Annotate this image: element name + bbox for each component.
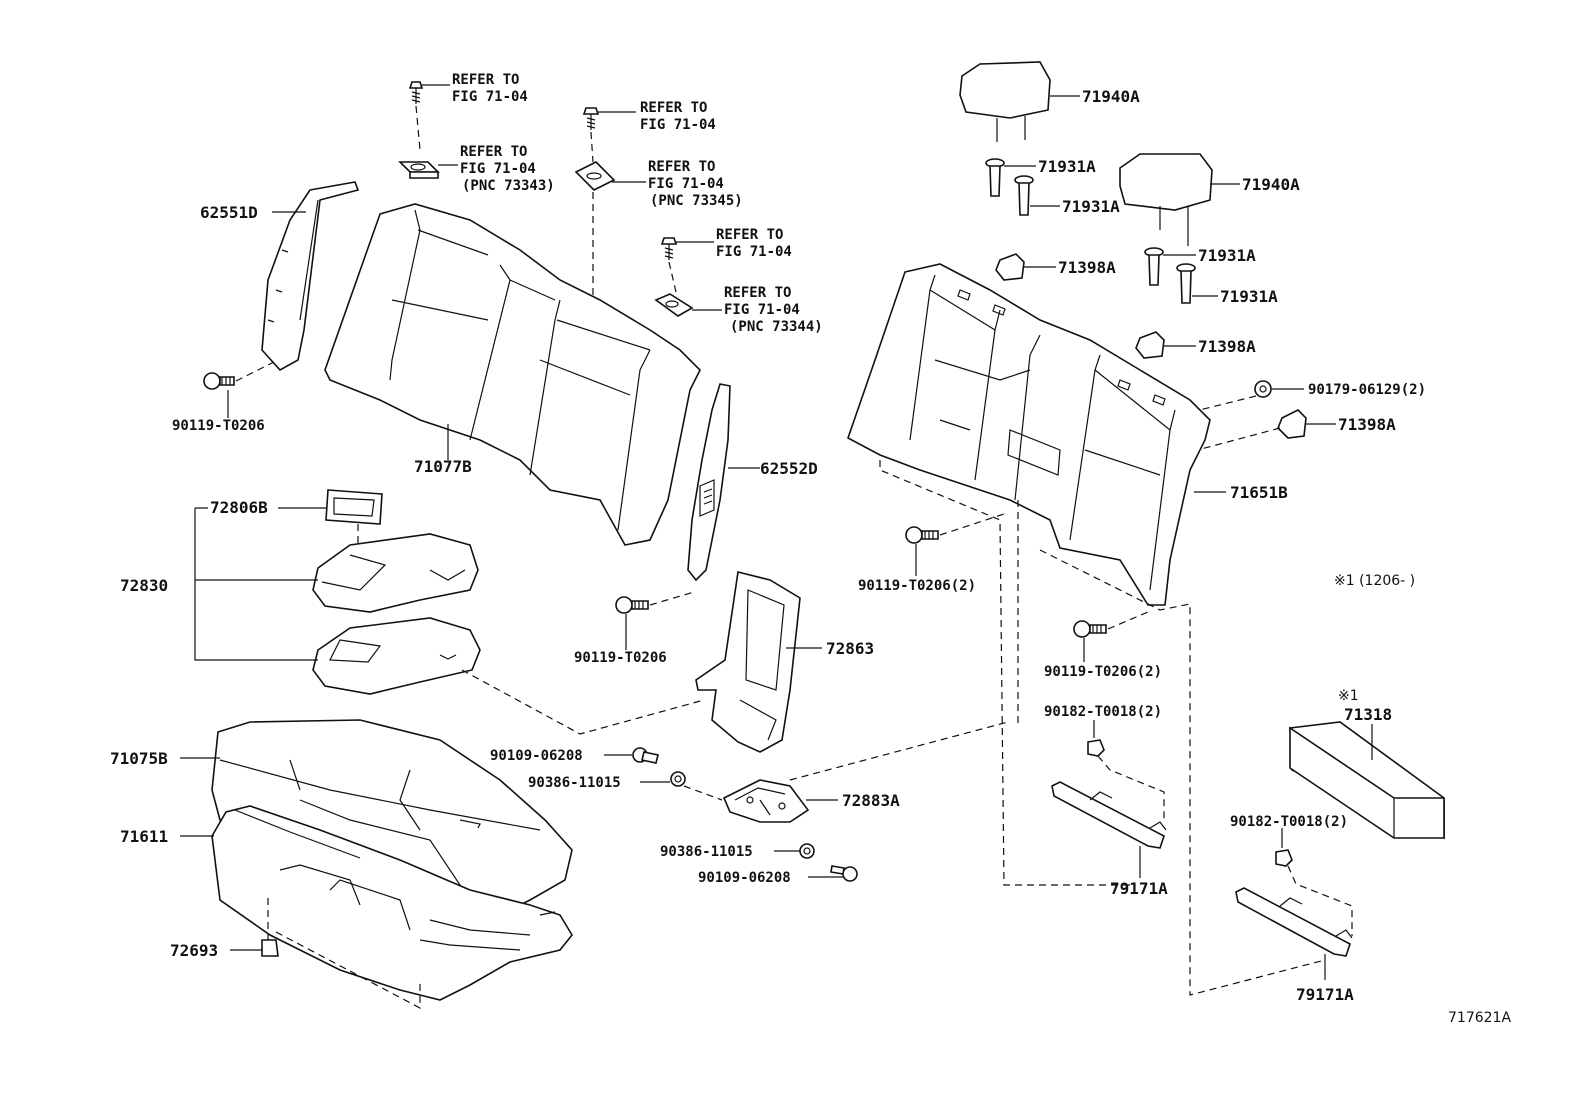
seat-back-71077B-icon [324, 203, 701, 546]
refer-label-2-line1: REFER TO [460, 144, 527, 160]
bezel-71398A-b-icon [1135, 331, 1165, 359]
mark-note-1: ※1 [1338, 688, 1359, 704]
label-90119-T0206-b: 90119-T0206 [574, 650, 667, 666]
refer-label-2-pnc: (PNC 73343) [462, 178, 555, 194]
refer-label-6-line2: FIG 71-04 [724, 302, 800, 318]
bolt-90119-a-icon [203, 372, 235, 390]
date-note: ※1 (1206- ) [1334, 573, 1415, 589]
label-71940A-a: 71940A [1082, 87, 1140, 106]
label-90109-06208-a: 90109-06208 [490, 748, 583, 764]
label-90109-06208-b: 90109-06208 [698, 870, 791, 886]
label-71075B: 71075B [110, 749, 168, 768]
rail-79171A-a-icon [1051, 781, 1167, 849]
figure-id: 717621A [1448, 1010, 1511, 1026]
refer-label-4-line1: REFER TO [648, 159, 715, 175]
armrest-upper-icon [312, 533, 479, 613]
nut-90386-a-icon [670, 771, 686, 787]
label-90119-T0206-a: 90119-T0206 [172, 418, 265, 434]
guide-71931A-a-icon [985, 158, 1005, 197]
pad-71318-icon [1289, 721, 1445, 840]
label-71611: 71611 [120, 827, 168, 846]
bolt-90109-a-icon [632, 747, 659, 764]
refer-label-2-line2: FIG 71-04 [460, 161, 536, 177]
refer-label-5-line1: REFER TO [716, 227, 783, 243]
nut-90179-icon [1254, 380, 1272, 398]
label-90182-T0018-b: 90182-T0018(2) [1230, 814, 1348, 830]
label-62552D: 62552D [760, 459, 818, 478]
seat-back-71651B-icon [847, 263, 1211, 606]
label-90386-11015-a: 90386-11015 [528, 775, 621, 791]
bracket-72883A-icon [722, 779, 810, 823]
label-71931A-a: 71931A [1038, 157, 1096, 176]
refer-label-6-pnc: (PNC 73344) [730, 319, 823, 335]
label-71931A-d: 71931A [1220, 287, 1278, 306]
label-71651B: 71651B [1230, 483, 1288, 502]
refer-label-4-pnc: (PNC 73345) [650, 193, 743, 209]
label-90119-T0206-d: 90119-T0206(2) [1044, 664, 1162, 680]
guide-71931A-d-icon [1176, 263, 1196, 304]
bezel-71398A-c-icon [1277, 409, 1307, 439]
refer-label-3-line2: FIG 71-04 [640, 117, 716, 133]
refer-label-3-line1: REFER TO [640, 100, 707, 116]
label-90119-T0206-c: 90119-T0206(2) [858, 578, 976, 594]
bolt-90119-d-icon [1073, 620, 1107, 638]
label-90386-11015-b: 90386-11015 [660, 844, 753, 860]
headrest-71940A-b-icon [1119, 153, 1213, 246]
side-panel-62551D-icon [261, 181, 360, 372]
refer-label-6-line1: REFER TO [724, 285, 791, 301]
rail-79171A-b-icon [1235, 887, 1353, 957]
refer-clip-1-icon [398, 161, 458, 179]
bolt-90109-b-icon [830, 865, 858, 882]
label-90179-06129: 90179-06129(2) [1308, 382, 1426, 398]
armrest-lower-icon [312, 617, 481, 695]
label-71398A-c: 71398A [1338, 415, 1396, 434]
label-72693: 72693 [170, 941, 218, 960]
cup-holder-72806B-icon [325, 489, 383, 525]
bracket-72863-icon [695, 571, 801, 753]
headrest-71940A-a-icon [959, 61, 1051, 142]
bolt-90119-b-icon [615, 596, 649, 614]
bolt-90119-c-icon [905, 526, 939, 544]
refer-label-1-line2: FIG 71-04 [452, 89, 528, 105]
label-62551D: 62551D [200, 203, 258, 222]
nut-90182-a-icon [1087, 739, 1105, 757]
label-72830: 72830 [120, 576, 168, 595]
refer-label-4-line2: FIG 71-04 [648, 176, 724, 192]
refer-clip-2-icon [574, 161, 646, 191]
guide-71931A-c-icon [1144, 247, 1164, 286]
label-71398A-b: 71398A [1198, 337, 1256, 356]
label-72863: 72863 [826, 639, 874, 658]
refer-screw-3-icon [660, 237, 714, 260]
label-71940A-b: 71940A [1242, 175, 1300, 194]
refer-screw-2-icon [582, 107, 636, 130]
nut-90386-b-icon [799, 843, 815, 859]
label-71931A-b: 71931A [1062, 197, 1120, 216]
seat-frame-71611-icon [211, 805, 573, 1001]
label-90182-T0018-a: 90182-T0018(2) [1044, 704, 1162, 720]
label-72806B: 72806B [210, 498, 268, 517]
refer-label-1-line1: REFER TO [452, 72, 519, 88]
nut-90182-b-icon [1275, 849, 1293, 867]
refer-clip-3-icon [654, 293, 722, 317]
label-71398A-a: 71398A [1058, 258, 1116, 277]
label-79171A-b: 79171A [1296, 985, 1354, 1004]
label-71931A-c: 71931A [1198, 246, 1256, 265]
label-72883A: 72883A [842, 791, 900, 810]
side-panel-62552D-icon [687, 383, 731, 582]
bezel-71398A-a-icon [995, 253, 1025, 281]
refer-screw-1-icon [408, 81, 450, 104]
label-71077B: 71077B [414, 457, 472, 476]
refer-label-5-line2: FIG 71-04 [716, 244, 792, 260]
guide-71931A-b-icon [1014, 175, 1034, 216]
clip-72693-icon [261, 939, 279, 957]
label-71318: 71318 [1344, 705, 1392, 724]
label-79171A-a: 79171A [1110, 879, 1168, 898]
